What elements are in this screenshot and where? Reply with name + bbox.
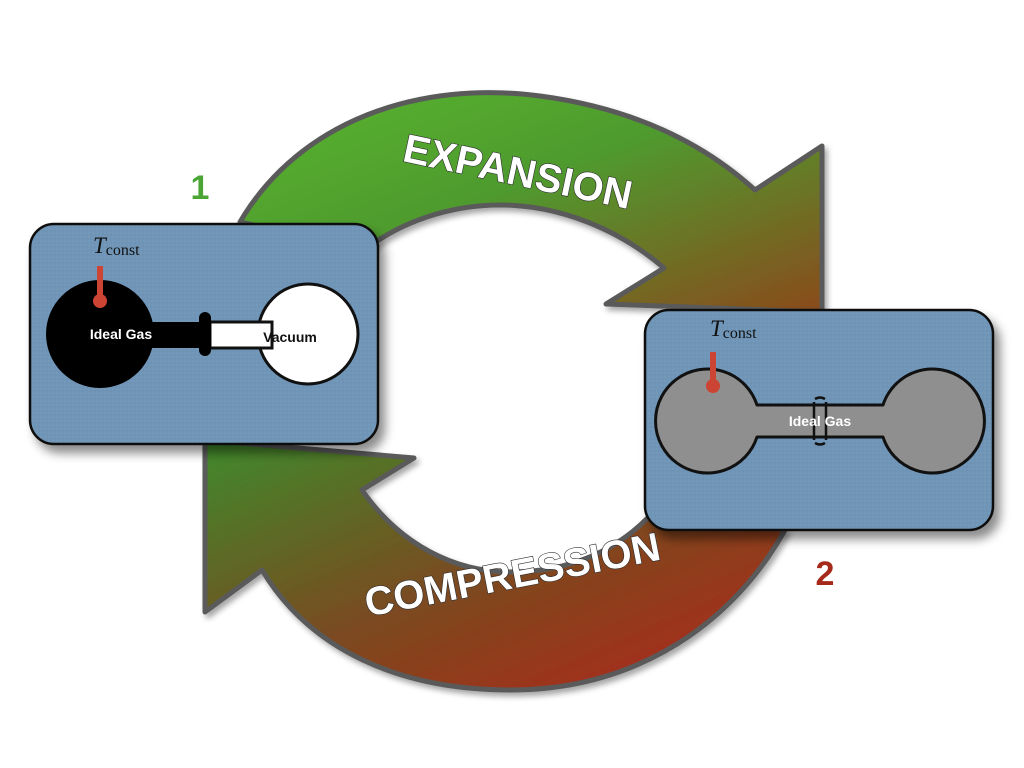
state-1-thermometer-bulb — [93, 294, 107, 308]
state-1-number: 1 — [191, 169, 210, 207]
gas-bulb — [46, 280, 154, 388]
state-1-temperature-subscript: const — [106, 242, 140, 259]
state-2-number: 2 — [816, 555, 835, 593]
compression-arrow — [202, 437, 788, 693]
stopcock-valve — [199, 312, 211, 356]
state-1-vacuum-label: Vacuum — [263, 329, 317, 345]
state-2-gas-label: Ideal Gas — [789, 413, 851, 429]
state-2-temperature-symbol: T — [710, 316, 725, 341]
state-2-panel: Tconst Ideal Gas — [643, 308, 995, 532]
state-2-temperature-subscript: const — [723, 325, 757, 342]
state-1-thermometer-stem — [97, 266, 103, 296]
state-1-temperature-symbol: T — [93, 233, 108, 258]
state-2-thermometer-bulb — [706, 379, 720, 393]
state-2-thermometer-stem — [710, 352, 716, 380]
state-1-panel: Tconst Ideal Gas Vacuum — [28, 222, 380, 446]
expansion-arrow — [237, 90, 825, 315]
connecting-tube-vacuum — [208, 320, 274, 350]
stopcock-valve-open — [812, 396, 828, 446]
gas-dumbbell — [654, 367, 986, 475]
state-2-temperature-label: Tconst — [710, 316, 757, 342]
state-1-temperature-label: Tconst — [93, 233, 140, 259]
state-1-gas-label: Ideal Gas — [90, 326, 152, 342]
